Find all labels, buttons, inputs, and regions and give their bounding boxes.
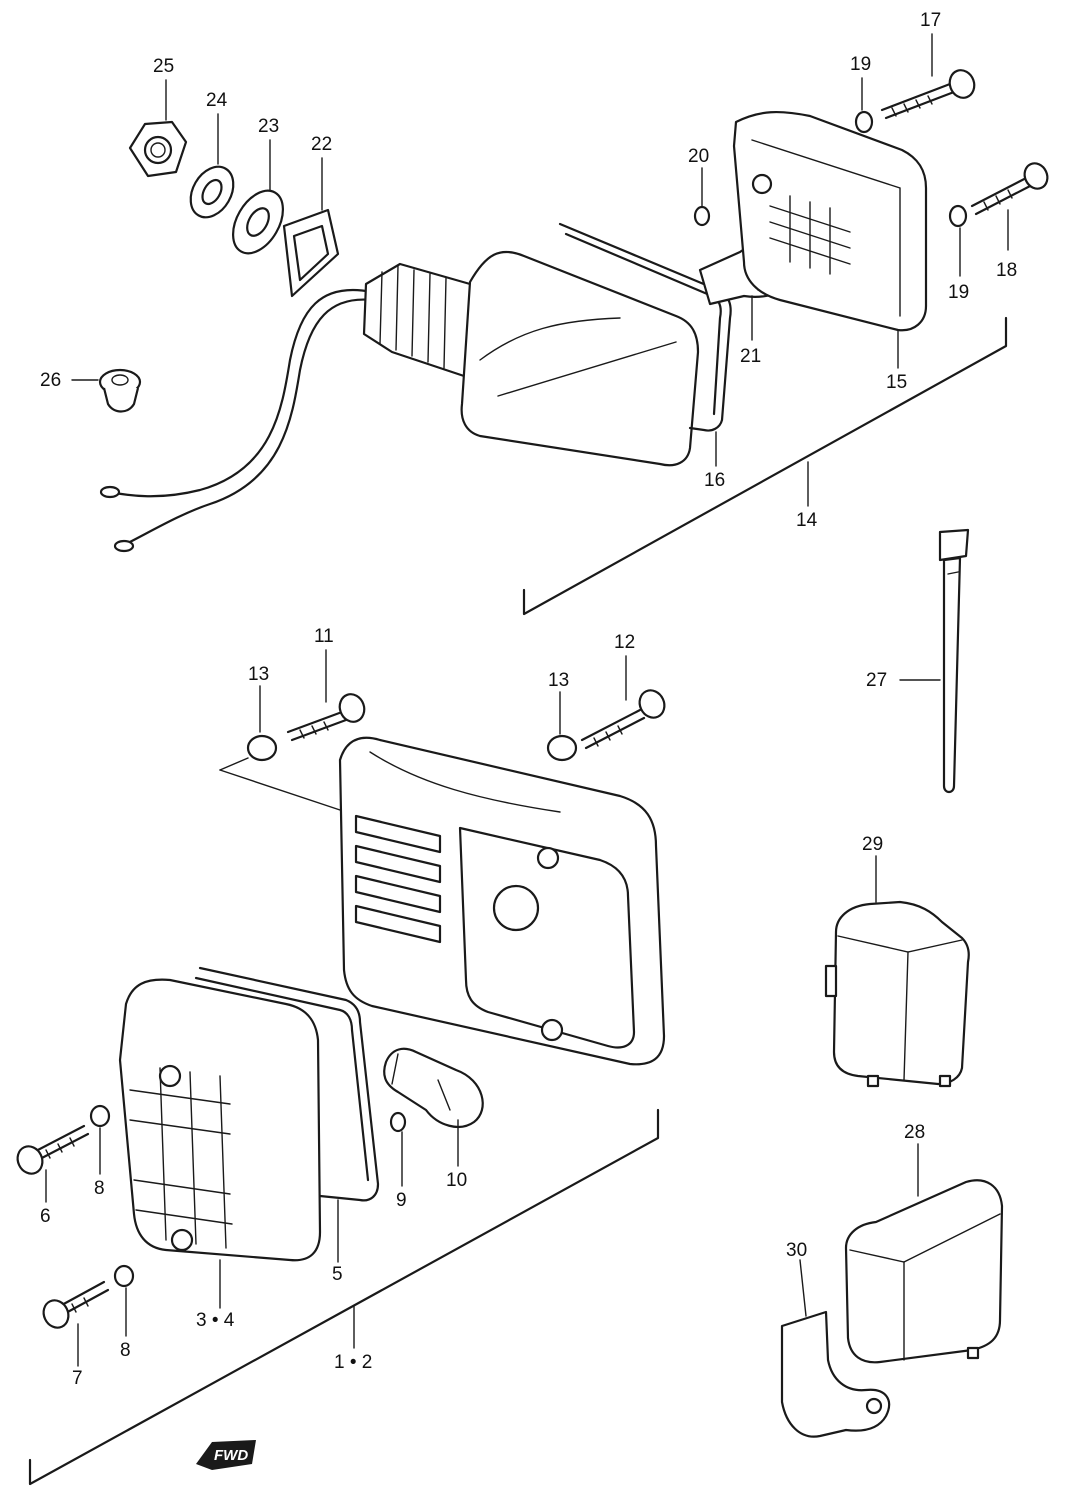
- nut-part-25: [128, 120, 188, 178]
- label-30: 30: [786, 1240, 807, 1261]
- cable-tie-part-27: [938, 528, 970, 794]
- label-18: 18: [996, 260, 1017, 281]
- label-6: 6: [40, 1206, 51, 1227]
- wire-harness: [99, 288, 374, 553]
- label-10: 10: [446, 1170, 467, 1191]
- label-14: 14: [796, 510, 818, 531]
- gasket-part-22: [282, 208, 340, 298]
- label-25: 25: [153, 56, 174, 77]
- label-20: 20: [688, 146, 709, 167]
- label-8-upper: 8: [94, 1178, 105, 1199]
- leader-line-13a-2: [219, 757, 249, 771]
- rear-housing: [460, 250, 700, 467]
- label-13-right: 13: [548, 670, 569, 691]
- lens-part-3-4: [118, 978, 322, 1262]
- label-19-lower: 19: [948, 282, 969, 303]
- label-28: 28: [904, 1122, 925, 1143]
- label-22: 22: [311, 134, 332, 155]
- screw-part-12: [580, 689, 666, 750]
- label-8-lower: 8: [120, 1340, 131, 1361]
- label-26: 26: [40, 370, 61, 391]
- lock-washer-part-24: [189, 165, 235, 219]
- label-24: 24: [206, 90, 228, 111]
- washer-part-23: [232, 189, 284, 255]
- screw-part-7: [42, 1280, 110, 1329]
- forward-direction-badge: FWD: [196, 1440, 256, 1470]
- washer-part-8-lower: [113, 1264, 135, 1288]
- washer-part-19-upper: [854, 110, 874, 134]
- lens-grid-lower: [129, 1067, 233, 1249]
- bracket-line-14: [522, 316, 1008, 616]
- label-7: 7: [72, 1368, 83, 1389]
- lens-part-15: [732, 110, 928, 332]
- label-1-2: 1 • 2: [334, 1352, 372, 1373]
- washer-part-13-left: [246, 734, 278, 762]
- label-12: 12: [614, 632, 635, 653]
- lens-grid: [769, 195, 851, 275]
- label-13-left: 13: [248, 664, 269, 685]
- bulb-part-10: [383, 1047, 484, 1128]
- label-27: 27: [866, 670, 887, 691]
- bracket-part-30: [780, 1310, 891, 1438]
- label-21: 21: [740, 346, 761, 367]
- label-16: 16: [704, 470, 725, 491]
- screw-part-6: [16, 1124, 90, 1175]
- relay-part-28: [844, 1179, 1004, 1364]
- rubber-boot: [362, 262, 490, 380]
- grommet-part-26: [98, 368, 142, 413]
- leader-lines: [45, 33, 1009, 1367]
- upper-turn-signal-assembly: [98, 69, 1049, 616]
- label-23: 23: [258, 116, 279, 137]
- label-29: 29: [862, 834, 883, 855]
- screw-part-11: [286, 693, 366, 742]
- svg-text:FWD: FWD: [214, 1447, 248, 1464]
- washer-part-9: [389, 1111, 407, 1133]
- relay-part-29: [824, 900, 970, 1088]
- washer-part-8-upper: [89, 1104, 111, 1128]
- label-9: 9: [396, 1190, 407, 1211]
- label-17: 17: [920, 10, 941, 31]
- label-15: 15: [886, 372, 907, 393]
- washer-part-20: [693, 205, 711, 227]
- label-19-upper: 19: [850, 54, 871, 75]
- washer-part-19-lower: [948, 204, 968, 228]
- leader-line-13a: [219, 769, 341, 811]
- lens-gasket-part-5: [194, 966, 380, 1202]
- label-11: 11: [314, 626, 334, 647]
- screw-part-18: [970, 162, 1049, 216]
- label-3-4: 3 • 4: [196, 1310, 235, 1331]
- label-5: 5: [332, 1264, 343, 1285]
- vent-slots: [354, 814, 442, 944]
- lower-turn-signal-assembly: [16, 689, 666, 1486]
- bracket-line-1-2: [28, 1108, 660, 1486]
- part-labels: 25 24 23 22 26 20 19 17 18 19 21 15 16 1…: [40, 10, 1017, 1389]
- screw-part-17: [880, 69, 976, 120]
- washer-part-13-right: [546, 734, 578, 762]
- front-housing: [338, 736, 666, 1066]
